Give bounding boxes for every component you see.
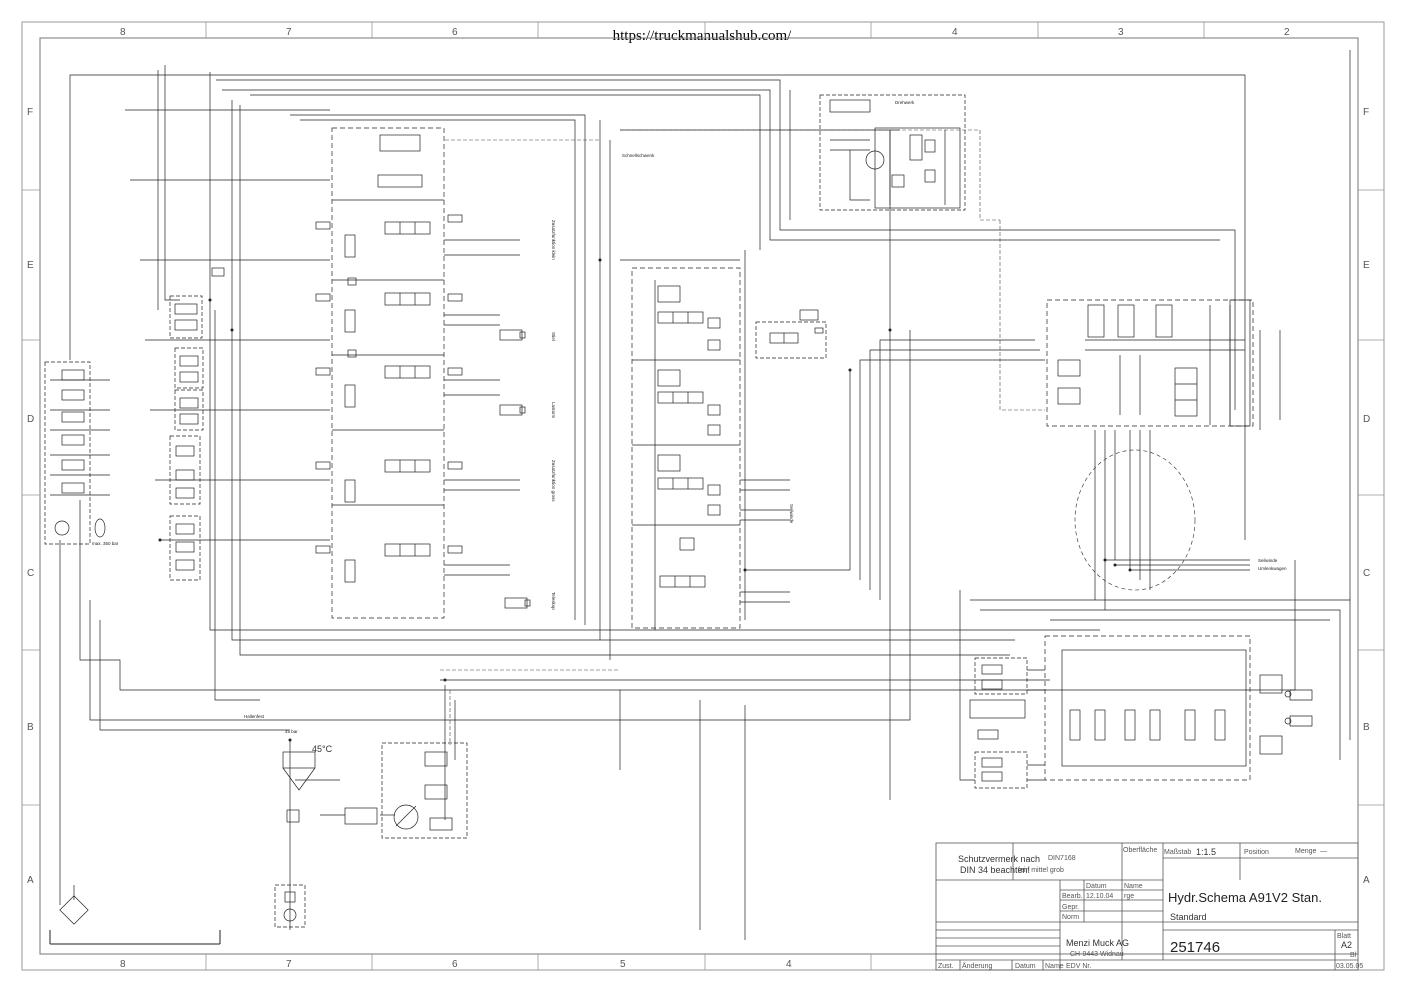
outer-border (21, 21, 1385, 971)
central-control-valve-block (315, 127, 531, 619)
col-label: 6 (452, 27, 458, 38)
junction-dots (158, 258, 1132, 742)
rotary-joint-circle (1074, 449, 1196, 591)
col-label: 8 (120, 959, 126, 970)
edv-label: EDV Nr. (1066, 963, 1091, 970)
col-label: 7 (286, 27, 292, 38)
row-label: B (1363, 722, 1370, 733)
aenderung-label: Änderung (962, 962, 992, 970)
quantity-value: — (1320, 848, 1327, 855)
bearb-name: rge (1124, 893, 1134, 900)
surface-label: Oberfläche (1123, 847, 1157, 854)
label-seilwinde-b: Seilwinde (789, 504, 794, 524)
row-label: C (1363, 568, 1370, 579)
sheet-label: Blatt (1337, 933, 1351, 940)
bearb-date: 12.10.04 (1086, 893, 1113, 900)
mid-left-valve-stack (169, 267, 225, 581)
row-label: A (27, 875, 34, 886)
aux-valve (755, 309, 827, 359)
row-label: C (27, 568, 34, 579)
label-zusatz-gross: Zusatzfunktion gross (551, 460, 556, 502)
company-name: Menzi Muck AG (1066, 938, 1129, 948)
scale-label: Maßstab (1164, 849, 1191, 856)
label-zusatz-klein: Zusatzfunktion klein (551, 220, 556, 260)
label-hallenfest: Hallenfest (244, 714, 265, 719)
datum-label-2: Datum (1015, 963, 1036, 970)
pipe-network (59, 50, 1351, 940)
drawing-subtitle: Standard (1170, 912, 1207, 922)
name-label-2: Name (1045, 963, 1064, 970)
second-control-valve-block (631, 267, 790, 629)
inner-border (39, 37, 1359, 955)
swing-motor-group (819, 94, 966, 211)
protection-note-1: Schutzvermerk nach (958, 854, 1040, 864)
label-teleskop: Teleskop (551, 592, 556, 610)
norm-label: Norm (1062, 914, 1079, 921)
chassis-valve-block (969, 635, 1313, 789)
col-label: 8 (120, 27, 126, 38)
row-label: E (27, 260, 34, 271)
row-label: E (1363, 260, 1370, 271)
winch-control-valve (1046, 299, 1254, 427)
col-label: 3 (1118, 27, 1124, 38)
zone-ticks (22, 22, 1384, 970)
drawing-title: Hydr.Schema A91V2 Stan. (1168, 890, 1322, 905)
tank-rail (49, 930, 221, 945)
quantity-label: Menge (1295, 848, 1317, 855)
label-pressure: max. 350 bar (92, 541, 119, 546)
sheet-size: A2 (1341, 940, 1352, 950)
col-label: 7 (286, 959, 292, 970)
protection-note-2: DIN 34 beachten! (960, 865, 1030, 875)
din-grades: fein mittel grob (1018, 867, 1064, 874)
row-label: B (27, 722, 34, 733)
row-label: F (1363, 107, 1369, 118)
company-address: CH-9443 Widnau (1070, 951, 1124, 958)
col-label: 5 (620, 959, 626, 970)
label-stiel: Stiel (551, 332, 556, 341)
label-schnellschwenk: Schnellschwenk (622, 153, 655, 158)
row-label: D (27, 414, 34, 425)
scale-value: 1:1.5 (1196, 847, 1216, 857)
pump-group (59, 742, 468, 928)
sheet-of: Bl (1350, 952, 1357, 959)
din-standard: DIN7168 (1048, 855, 1076, 862)
left-valve-block (44, 361, 110, 545)
row-label: A (1363, 875, 1370, 886)
label-drehwerk: Drehwerk (895, 100, 915, 105)
row-label: F (27, 107, 33, 118)
row-label: D (1363, 414, 1370, 425)
title-block (935, 842, 1359, 971)
zust-label: Zust. (938, 963, 954, 970)
label-lastarm: Lastarm (551, 402, 556, 419)
col-label: 4 (786, 959, 792, 970)
zone-labels: 8 7 6 4 3 2 8 7 6 5 4 F E D C B A F E D … (27, 27, 1370, 970)
source-url: https://truckmanualshub.com/ (612, 28, 792, 44)
col-label: 2 (1284, 27, 1290, 38)
drawing-number: 251746 (1170, 939, 1220, 956)
col-label: 6 (452, 959, 458, 970)
gepr-label: Gepr. (1062, 904, 1079, 911)
pilot-lines (440, 129, 1045, 745)
revision-date: 03.05.05 (1336, 963, 1363, 970)
function-labels: Drehwerk Schnellschwenk Zusatzfunktion k… (92, 100, 1287, 754)
position-label: Position (1244, 849, 1269, 856)
label-temperature: 45°C (312, 744, 333, 754)
title-block-text: Schutzvermerk nach DIN 34 beachten! DIN7… (938, 847, 1363, 970)
bearb-label: Bearb. (1062, 893, 1083, 900)
name-label: Name (1124, 883, 1143, 890)
label-bar-rating: 45 bar (285, 729, 298, 734)
label-seilwinde: Seilwinde (1258, 558, 1278, 563)
label-umlenkwagen: Umlenkwagen (1258, 566, 1287, 571)
col-label: 4 (952, 27, 958, 38)
date-label: Datum (1086, 883, 1107, 890)
